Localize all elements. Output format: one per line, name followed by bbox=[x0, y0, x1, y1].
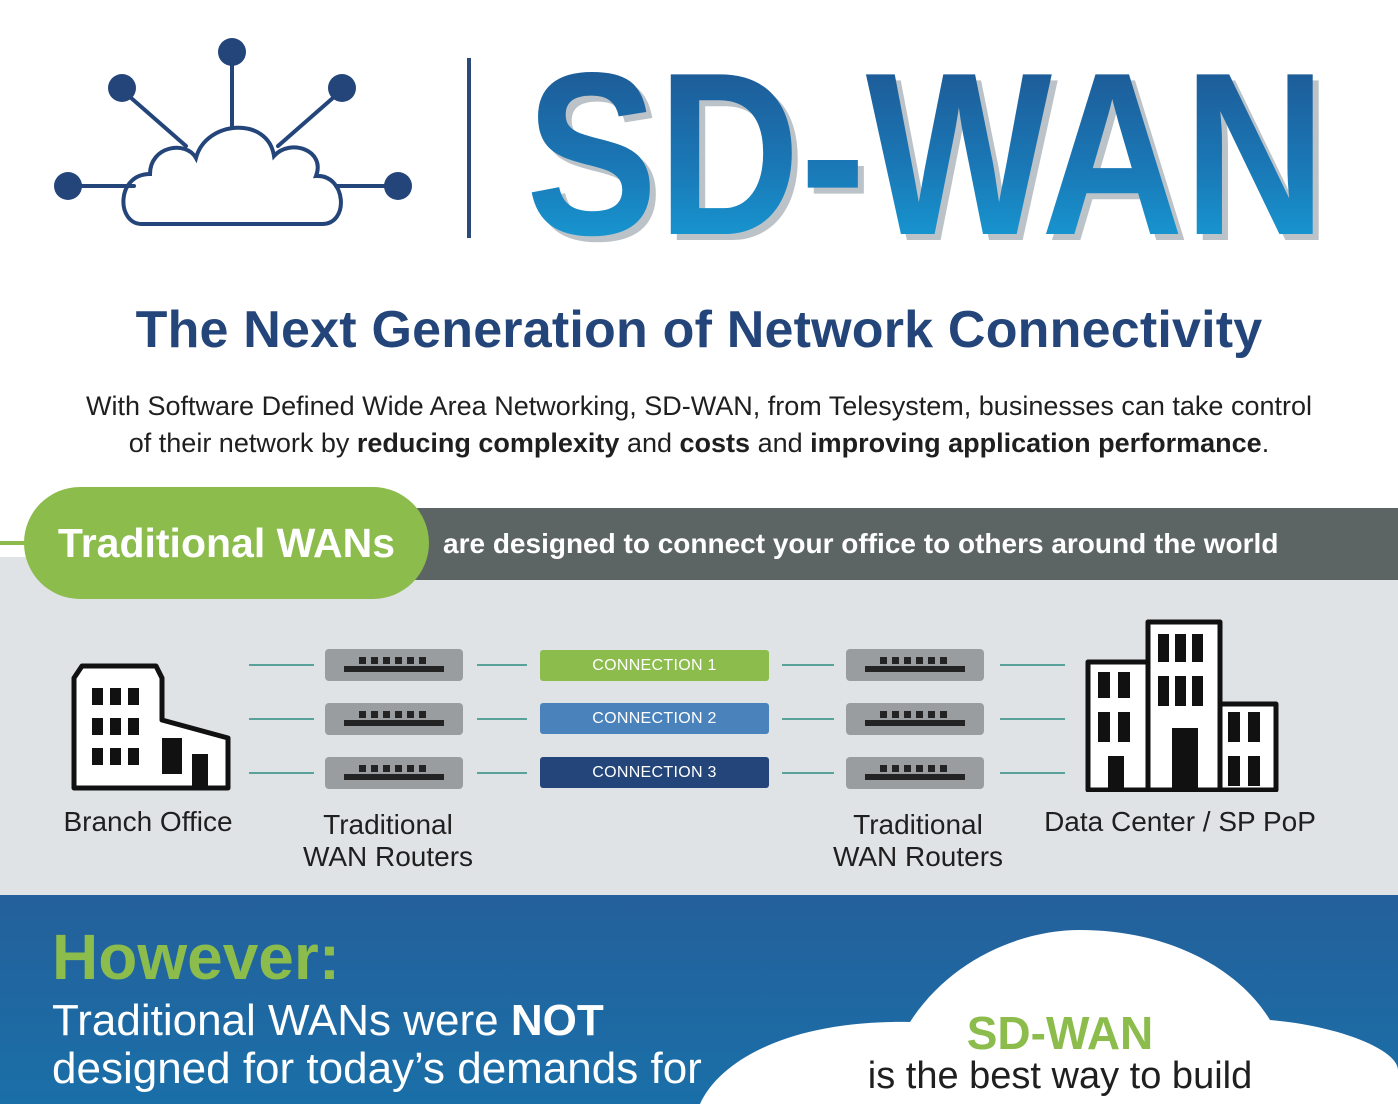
router-icon bbox=[325, 703, 463, 735]
caption-line: WAN Routers bbox=[832, 841, 1004, 872]
caption-line: WAN Routers bbox=[302, 841, 474, 872]
intro-bold-complexity: reducing complexity bbox=[356, 428, 620, 458]
svg-text:SD-WAN: SD-WAN bbox=[526, 34, 1326, 264]
data-center-building-icon bbox=[1085, 619, 1279, 792]
connector-line bbox=[477, 772, 527, 774]
connector-line bbox=[249, 664, 314, 666]
however-line-2: designed for today’s demands for bbox=[52, 1044, 702, 1093]
data-center-caption: Data Center / SP PoP bbox=[1044, 806, 1316, 837]
branch-office-caption: Branch Office bbox=[63, 806, 233, 837]
however-line-1: Traditional WANs were NOT bbox=[52, 998, 604, 1044]
connector-line bbox=[1000, 664, 1065, 666]
connection-2-bar: CONNECTION 2 bbox=[540, 703, 769, 734]
router-icon bbox=[846, 649, 984, 681]
however-title: However: bbox=[52, 921, 341, 993]
svg-text:SD-WAN: SD-WAN bbox=[532, 34, 1332, 264]
connector-line bbox=[782, 718, 834, 720]
connector-line bbox=[249, 772, 314, 774]
traditional-pill-label: Traditional WANs bbox=[57, 520, 396, 566]
connection-1-bar: CONNECTION 1 bbox=[540, 650, 769, 681]
router-icon bbox=[325, 757, 463, 789]
connector-line bbox=[477, 718, 527, 720]
header-divider bbox=[467, 58, 471, 238]
branch-office-building-icon bbox=[71, 663, 231, 791]
connector-line bbox=[782, 664, 834, 666]
connector-line bbox=[1000, 718, 1065, 720]
page-tagline: The Next Generation of Network Connectiv… bbox=[135, 301, 1263, 359]
however-bold-not: NOT bbox=[510, 996, 604, 1045]
intro-text: and bbox=[750, 428, 811, 458]
cloud-callout-title: SD-WAN bbox=[966, 1007, 1154, 1059]
right-routers-caption: Traditional WAN Routers bbox=[818, 809, 1018, 873]
router-icon bbox=[846, 757, 984, 789]
router-icon bbox=[325, 649, 463, 681]
however-text: Traditional WANs were bbox=[52, 996, 511, 1045]
connector-line bbox=[1000, 772, 1065, 774]
intro-bold-costs: costs bbox=[679, 428, 751, 458]
intro-bold-performance: improving application performance bbox=[810, 428, 1262, 458]
intro-line-2: of their network by reducing complexity … bbox=[40, 425, 1358, 462]
traditional-header-bar bbox=[395, 508, 1398, 580]
cloud-callout-text: is the best way to build bbox=[867, 1055, 1253, 1097]
left-routers-caption: Traditional WAN Routers bbox=[288, 809, 488, 873]
traditional-header-text: are designed to connect your office to o… bbox=[443, 528, 1279, 559]
intro-text: and bbox=[619, 428, 680, 458]
intro-text: of their network by bbox=[128, 428, 357, 458]
traditional-pill bbox=[24, 487, 429, 599]
connector-line bbox=[782, 772, 834, 774]
cloud-callout-shape bbox=[700, 930, 1398, 1104]
caption-line: Traditional bbox=[323, 809, 453, 840]
caption-line: Traditional bbox=[853, 809, 983, 840]
router-icon bbox=[846, 703, 984, 735]
cloud-network-icon bbox=[54, 38, 412, 226]
green-accent-line bbox=[0, 541, 40, 545]
intro-text: . bbox=[1261, 428, 1270, 458]
connector-line bbox=[249, 718, 314, 720]
intro-line-1: With Software Defined Wide Area Networki… bbox=[86, 391, 1312, 421]
connection-3-bar: CONNECTION 3 bbox=[540, 757, 769, 788]
intro-paragraph: With Software Defined Wide Area Networki… bbox=[40, 388, 1358, 462]
brand-title: SD-WAN SD-WAN bbox=[526, 34, 1332, 264]
connector-line bbox=[477, 664, 527, 666]
